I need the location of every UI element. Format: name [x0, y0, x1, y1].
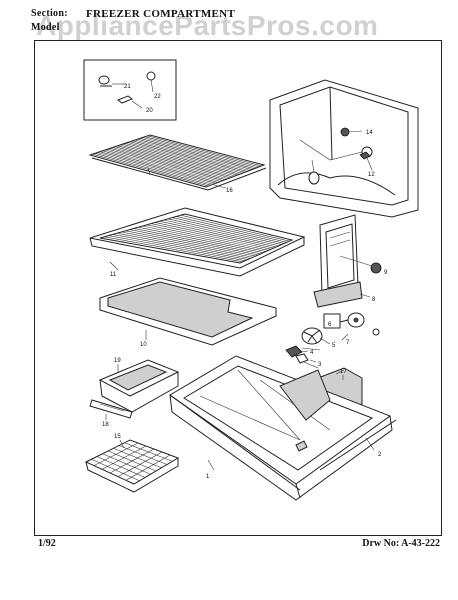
hatch-line [114, 146, 231, 179]
callout-leaders [105, 167, 375, 471]
callout-17: 17 [340, 369, 347, 375]
callout-14: 14 [366, 130, 373, 136]
small-parts-inset [83, 59, 177, 121]
callout-8: 8 [372, 297, 376, 303]
hatch-line [119, 144, 236, 177]
hatch-line [97, 152, 214, 185]
diagram-frame [34, 40, 442, 536]
model-label: Model [31, 22, 60, 33]
hatch-line [138, 226, 264, 253]
hatch-line [150, 223, 272, 250]
section-label: Section: [31, 8, 68, 19]
hatch-line [112, 147, 228, 180]
hatch-line [133, 228, 261, 255]
callout-3: 3 [318, 362, 322, 368]
hatch-line [146, 224, 269, 251]
hatch-line [134, 139, 250, 171]
hatch-line [137, 138, 252, 170]
freezer-cabinet-liner [269, 79, 419, 218]
ice-cube-tray [84, 439, 180, 493]
callout-19: 19 [114, 358, 121, 364]
callout-22: 22 [154, 94, 161, 100]
hatch-line [92, 153, 209, 187]
callout-1: 1 [206, 474, 210, 480]
hatch-line [104, 149, 221, 182]
callout-11: 11 [110, 272, 117, 278]
hatch-line [180, 214, 290, 242]
damper-parts [285, 345, 321, 369]
callout-12: 12 [368, 172, 375, 178]
wire-shelf [88, 134, 267, 191]
callout-10: 10 [140, 342, 147, 348]
hatch-line [107, 148, 223, 181]
hatch-line [125, 230, 256, 257]
hatch-line [167, 218, 282, 245]
freezer-floor-pan [169, 355, 397, 501]
drawing-number: Drw No: A-43-222 [362, 538, 440, 549]
hatch-line [109, 148, 226, 180]
glass-shelf [89, 207, 306, 277]
callout-9: 9 [384, 270, 388, 276]
shelf-cover [99, 277, 277, 346]
hatch-line [163, 219, 280, 247]
hatch-line [147, 135, 262, 167]
callout-18: 18 [102, 422, 109, 428]
hatch-line [104, 236, 243, 263]
hatch-line [176, 216, 287, 243]
hatch-line [99, 151, 216, 184]
hatch-line [117, 451, 163, 477]
hatch-line [142, 225, 267, 252]
watermark: AppliancePartsPros.com [36, 10, 379, 41]
hatch-line [93, 442, 139, 466]
hatch-line [117, 145, 233, 178]
hatch-line [112, 234, 248, 260]
hatch-line [129, 141, 245, 173]
hatch-line [121, 231, 254, 258]
hatch-line [129, 229, 259, 256]
hatch-line [125, 454, 171, 481]
hatch-line [139, 138, 255, 169]
section-title: FREEZER COMPARTMENT [86, 8, 236, 20]
hatch-line [102, 150, 219, 183]
hatch-line [127, 142, 243, 174]
hatch-line [144, 136, 260, 168]
hatch-line [108, 235, 246, 261]
fan-assembly [301, 312, 380, 345]
hatch-line [101, 445, 147, 470]
hatch-line [124, 143, 240, 175]
callout-20: 20 [146, 108, 153, 114]
hatch-line [109, 448, 155, 474]
hatch-line [142, 137, 257, 169]
callout-7: 7 [346, 340, 350, 346]
callout-4: 4 [310, 350, 314, 356]
evaporator-cover [313, 214, 382, 308]
hatch-line [94, 153, 211, 186]
hatch-line [116, 232, 251, 259]
ice-bucket [89, 359, 180, 419]
hatch-line [172, 217, 285, 244]
callout-2: 2 [378, 452, 382, 458]
callout-6: 6 [328, 322, 332, 328]
hatch-line [122, 143, 238, 176]
callout-16: 16 [226, 188, 233, 194]
hatch-line [159, 220, 277, 248]
date-code: 1/92 [38, 538, 56, 549]
hatch-line [155, 222, 274, 249]
callout-21: 21 [124, 84, 131, 90]
callout-15: 15 [114, 434, 121, 440]
hatch-line [132, 140, 248, 172]
callout-5: 5 [332, 343, 336, 349]
